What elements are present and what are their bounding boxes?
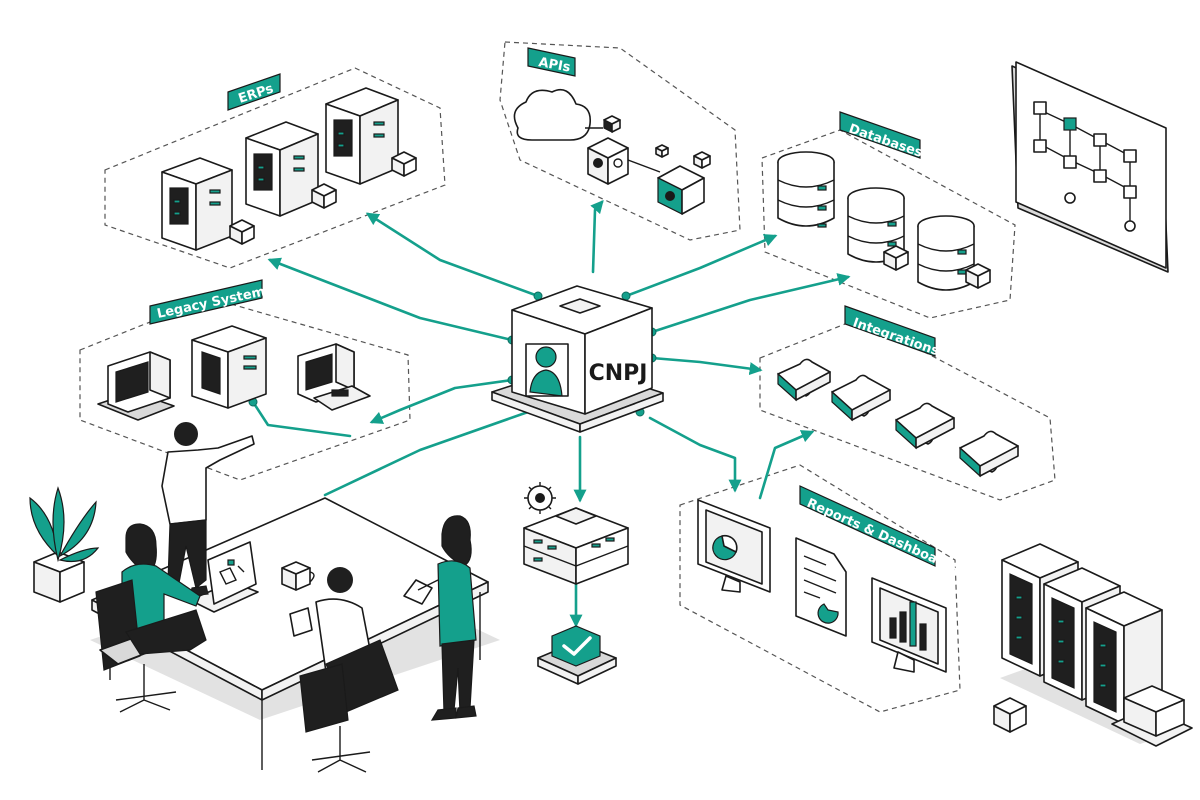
hub-right-face bbox=[584, 307, 653, 415]
server-rack-icon bbox=[161, 157, 233, 251]
computer-icon bbox=[97, 351, 175, 421]
connector-to-databases-upper bbox=[624, 234, 778, 298]
label-integrations: Integrations bbox=[844, 305, 941, 359]
person-seated-woman bbox=[95, 523, 207, 713]
database-icon bbox=[777, 151, 835, 228]
connector-reports-to-integrations bbox=[758, 430, 815, 500]
flowchart-board bbox=[1011, 61, 1169, 273]
monitor-icon bbox=[871, 577, 947, 673]
box-icon bbox=[993, 697, 1027, 733]
puzzle-piece-icon bbox=[959, 430, 1019, 478]
connector-to-databases-lower bbox=[650, 273, 851, 334]
label-legacy: Legacy Systems bbox=[149, 279, 274, 325]
connector-legacy-link bbox=[251, 400, 352, 438]
connector-to-desk bbox=[323, 410, 530, 497]
box-icon bbox=[391, 151, 417, 177]
box-icon bbox=[965, 263, 991, 289]
connector-to-apis bbox=[590, 200, 604, 274]
api-cube-small bbox=[603, 115, 621, 133]
api-cube-tiny bbox=[655, 144, 669, 158]
connector-to-erps-upper bbox=[365, 212, 540, 298]
server-rack-icon bbox=[191, 325, 267, 409]
connector-to-erps-lower bbox=[267, 257, 514, 342]
person-icon bbox=[529, 346, 563, 397]
api-cube-side bbox=[693, 151, 711, 169]
erps-group: ERPs bbox=[161, 73, 417, 251]
computer-icon bbox=[297, 343, 371, 411]
box-icon bbox=[311, 183, 337, 209]
person-standing-woman bbox=[403, 515, 477, 721]
box-icon bbox=[883, 245, 909, 271]
zone-reports bbox=[679, 464, 961, 713]
document-icon bbox=[795, 537, 847, 637]
connector-to-reports bbox=[648, 416, 742, 493]
zone-apis bbox=[499, 41, 741, 241]
person-seated-man bbox=[289, 567, 399, 773]
checkmark-icon bbox=[551, 625, 601, 667]
connector-to-legacy bbox=[369, 378, 514, 424]
api-gear-box-right bbox=[657, 165, 705, 215]
mug-icon bbox=[281, 561, 315, 591]
integrations-group: Integrations bbox=[777, 305, 1019, 478]
puzzle-piece-icon bbox=[831, 374, 891, 422]
gear-icon bbox=[593, 158, 603, 168]
gear-icon bbox=[524, 482, 556, 514]
flowchart-icon bbox=[1033, 101, 1137, 232]
gear-icon bbox=[665, 191, 675, 201]
svg-text:ERPs: ERPs bbox=[237, 81, 276, 106]
label-databases: Databases bbox=[839, 111, 925, 161]
cnpj-hub: CNPJ bbox=[490, 285, 665, 433]
processing-unit bbox=[523, 482, 629, 585]
office-scene bbox=[29, 422, 500, 773]
hub-label: CNPJ bbox=[589, 361, 648, 386]
reports-group: Reports & Dashboards bbox=[697, 485, 961, 673]
puzzle-piece-icon bbox=[895, 402, 955, 450]
server-rack-icon bbox=[325, 87, 399, 185]
monitor-icon bbox=[697, 499, 771, 593]
database-icon bbox=[847, 187, 905, 263]
validation-check bbox=[537, 625, 617, 685]
cloud-icon bbox=[513, 88, 592, 141]
datacenter-racks bbox=[993, 543, 1193, 747]
api-gear-box-left bbox=[587, 137, 629, 185]
label-erps: ERPs bbox=[227, 73, 281, 111]
label-apis: APIs bbox=[527, 47, 576, 77]
laptop-icon bbox=[189, 541, 259, 613]
puzzle-piece-icon bbox=[777, 358, 831, 402]
zone-erps bbox=[104, 67, 446, 269]
server-rack-icon bbox=[245, 121, 319, 217]
apis-group: APIs bbox=[513, 47, 711, 215]
plant-icon bbox=[29, 486, 100, 603]
svg-text:APIs: APIs bbox=[537, 55, 572, 75]
database-icon bbox=[917, 215, 975, 291]
box-icon bbox=[229, 219, 255, 245]
legacy-systems-group: Legacy Systems bbox=[97, 279, 371, 421]
connector-to-integrations bbox=[650, 356, 763, 376]
pallet-crate bbox=[1111, 685, 1193, 747]
databases-group: Databases bbox=[777, 111, 991, 291]
hub-top-chip bbox=[559, 298, 601, 314]
